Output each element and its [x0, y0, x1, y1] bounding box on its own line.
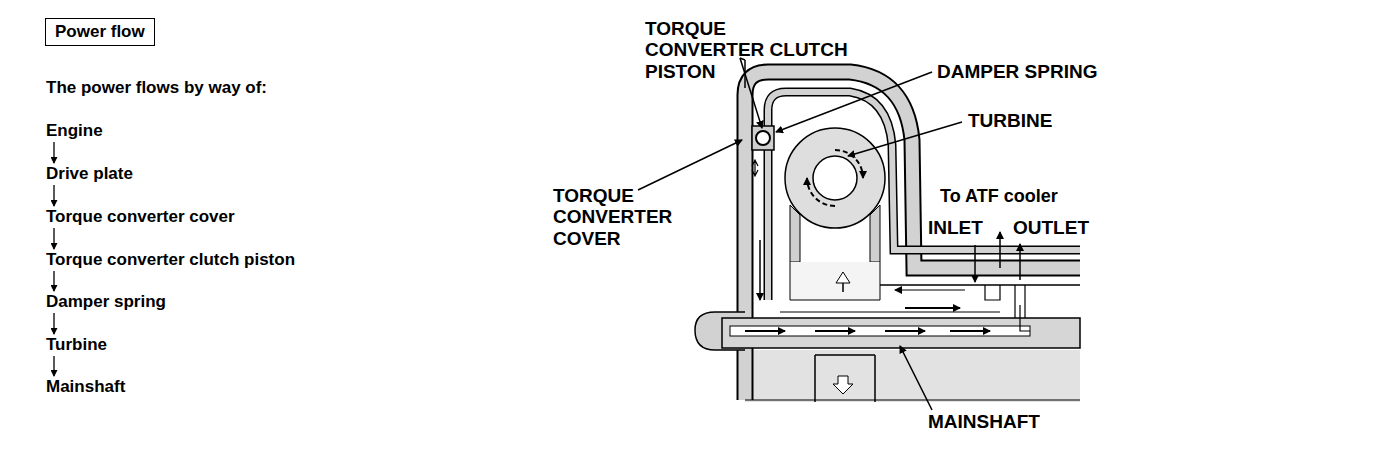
- port-label: OUTLET: [1013, 217, 1089, 238]
- part-label: MAINSHAFT: [928, 411, 1040, 432]
- port-label: INLET: [928, 217, 983, 238]
- flow-step: Drive plate: [46, 164, 133, 184]
- flow-step: Mainshaft: [46, 377, 125, 397]
- step-text: Turbine: [46, 335, 107, 354]
- step-text: Mainshaft: [46, 377, 125, 396]
- step-text: Torque converter cover: [46, 207, 235, 226]
- flow-step: Turbine: [46, 335, 107, 355]
- flow-step: Damper spring: [46, 292, 166, 312]
- flow-arrow: [53, 142, 54, 163]
- part-label: TORQUE CONVERTER COVER: [553, 185, 703, 249]
- step-text: Engine: [46, 121, 103, 140]
- flow-arrow: [53, 271, 54, 291]
- intro-note: The power flows by way of:: [46, 78, 267, 97]
- part-label: TURBINE: [968, 110, 1052, 131]
- part-label: TORQUE CONVERTER CLUTCH PISTON: [645, 18, 850, 82]
- flow-step: Engine: [46, 121, 103, 141]
- part-label: DAMPER SPRING: [937, 61, 1097, 82]
- flow-arrow: [53, 185, 54, 206]
- title-box: Power flow: [45, 18, 155, 46]
- flow-step: Torque converter cover: [46, 207, 235, 227]
- step-text: Drive plate: [46, 164, 133, 183]
- flow-arrow: [53, 356, 54, 376]
- flow-note: To ATF cooler: [940, 186, 1058, 206]
- step-text: Damper spring: [46, 292, 166, 311]
- step-text: Torque converter clutch piston: [46, 250, 295, 269]
- flow-arrow: [53, 228, 54, 249]
- flow-arrow: [53, 313, 54, 334]
- flow-step: Torque converter clutch piston: [46, 250, 295, 270]
